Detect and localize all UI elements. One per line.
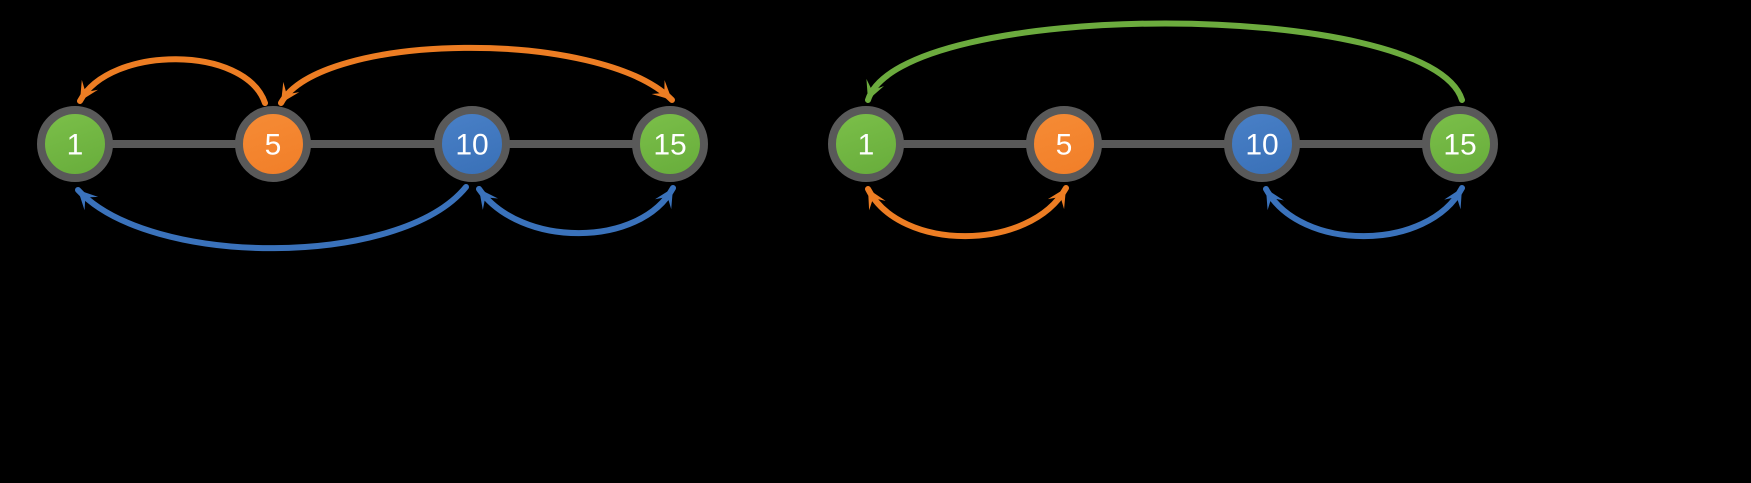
left-diagram-arrowheads bbox=[78, 79, 673, 211]
right-diagram-arrowheads bbox=[866, 78, 1462, 211]
node-5[interactable]: 5 bbox=[235, 106, 311, 182]
L-arc-5-to-1 bbox=[77, 56, 268, 106]
left-diagram-arcs bbox=[75, 44, 676, 252]
L-arc-5-to-15 bbox=[278, 44, 675, 106]
R-arc-1-to-5-arrowhead-start bbox=[868, 189, 886, 211]
node-10[interactable]: 10 bbox=[434, 106, 510, 182]
L-arc-10-to-1-arrowhead-end bbox=[78, 190, 99, 211]
node-circle-10[interactable] bbox=[1224, 106, 1300, 182]
L-arc-15-to-10-arrowhead-end bbox=[479, 189, 499, 210]
L-arc-15-to-10-arrowhead-start bbox=[655, 188, 673, 210]
R-arc-10-to-15 bbox=[1263, 185, 1465, 239]
node-circle-5[interactable] bbox=[1026, 106, 1102, 182]
R-arc-1-to-5-arrowhead-end bbox=[1047, 188, 1066, 210]
node-10[interactable]: 10 bbox=[1224, 106, 1300, 182]
node-circle-10[interactable] bbox=[434, 106, 510, 182]
node-circle-1[interactable] bbox=[37, 106, 113, 182]
L-arc-5-to-15-arrowhead-end bbox=[651, 80, 672, 100]
node-circle-15[interactable] bbox=[632, 106, 708, 182]
R-arc-10-to-15-arrowhead-end bbox=[1444, 188, 1462, 210]
node-5[interactable]: 5 bbox=[1026, 106, 1102, 182]
node-circle-15[interactable] bbox=[1422, 106, 1498, 182]
node-circle-1[interactable] bbox=[828, 106, 904, 182]
node-1[interactable]: 1 bbox=[828, 106, 904, 182]
L-arc-10-to-1 bbox=[75, 184, 469, 252]
L-arc-5-to-1-arrowhead-end bbox=[80, 79, 99, 101]
node-1[interactable]: 1 bbox=[37, 106, 113, 182]
node-circle-5[interactable] bbox=[235, 106, 311, 182]
R-arc-1-to-5 bbox=[865, 185, 1069, 239]
node-15[interactable]: 15 bbox=[1422, 106, 1498, 182]
right-diagram-arcs bbox=[865, 20, 1465, 239]
L-arc-15-to-10 bbox=[476, 185, 676, 236]
R-arc-15-to-1-arrowhead-end bbox=[866, 78, 884, 100]
L-arc-5-to-15-arrowhead-start bbox=[281, 81, 300, 103]
R-arc-10-to-15-arrowhead-start bbox=[1266, 189, 1284, 211]
node-15[interactable]: 15 bbox=[632, 106, 708, 182]
R-arc-15-to-1 bbox=[865, 20, 1465, 103]
